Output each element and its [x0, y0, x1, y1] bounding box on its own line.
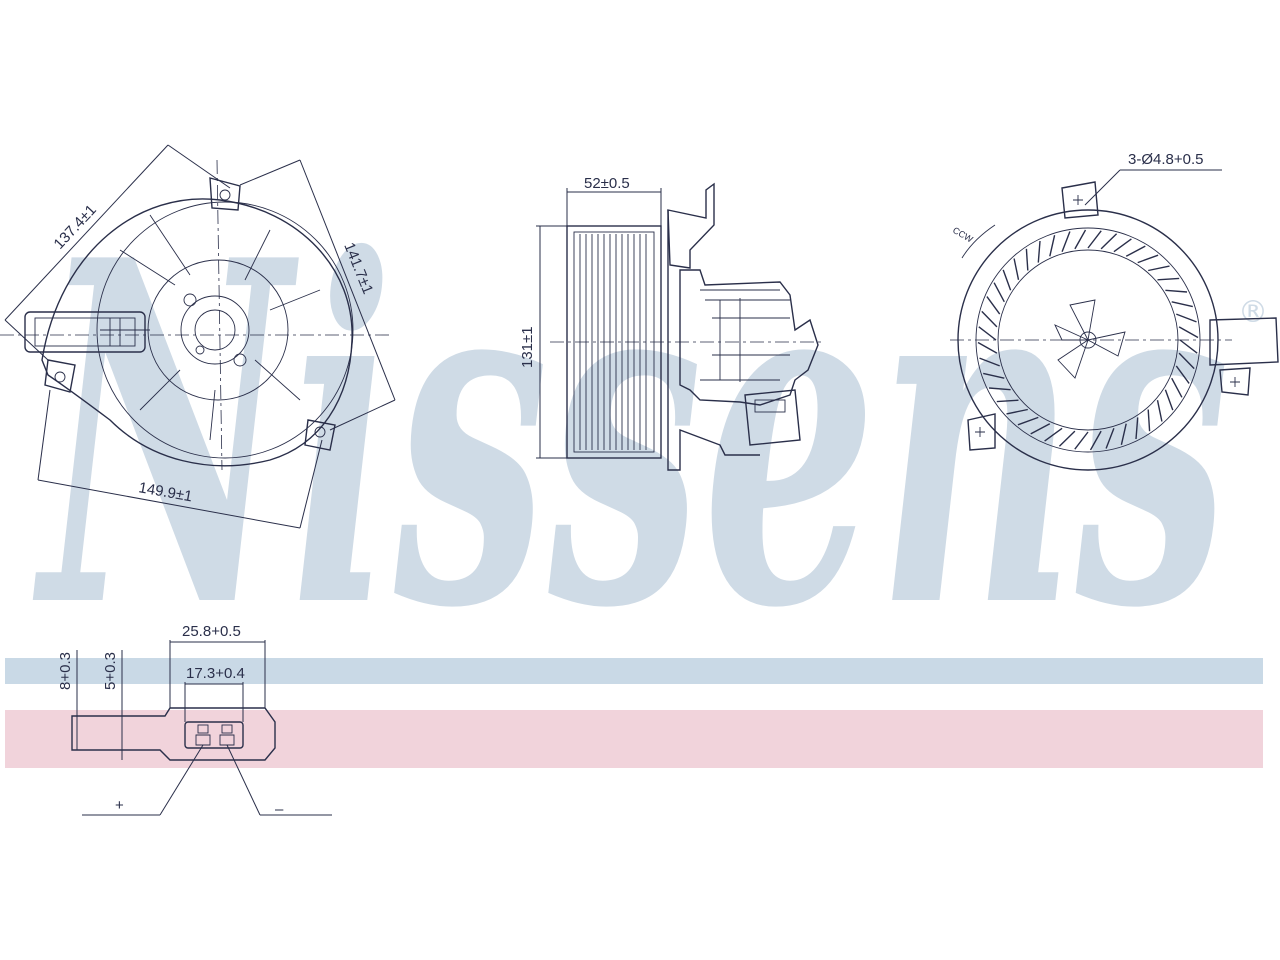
blower-vane: [983, 372, 1005, 379]
blower-vane: [1017, 416, 1039, 426]
dim-height: 131±1: [519, 326, 536, 368]
blower-vane: [1058, 430, 1076, 447]
blower-vane: [1049, 235, 1056, 257]
blower-vane: [1074, 229, 1087, 250]
blower-vane: [1178, 326, 1199, 339]
blower-vane: [979, 357, 1000, 367]
blower-vane: [1002, 269, 1012, 291]
blower-vane: [1006, 408, 1028, 415]
nissens-watermark: Nissens: [31, 159, 1230, 711]
dim-left-b: 5+0.3: [102, 652, 119, 690]
pink-stripe: [5, 710, 1263, 768]
blower-vane: [1171, 301, 1193, 308]
blue-stripe: [5, 658, 1263, 684]
plus-label: +: [115, 797, 124, 814]
blower-vane: [981, 310, 998, 328]
front-view: 3-Ø4.8+0.5 CCW: [950, 151, 1279, 471]
blower-vane: [1120, 423, 1127, 445]
blower-vane: [1147, 409, 1151, 432]
blower-vane: [1100, 233, 1118, 250]
blower-vane: [1179, 339, 1198, 354]
blower-vane: [977, 341, 998, 354]
blower-vane: [1025, 248, 1029, 271]
registered-mark: ®: [1238, 295, 1268, 330]
blower-vane: [996, 399, 1019, 403]
blower-vane: [1037, 240, 1041, 263]
blower-vane: [988, 387, 1011, 391]
blower-vane: [1157, 277, 1180, 281]
blower-vane: [1013, 258, 1020, 280]
dim-width: 52±0.5: [584, 175, 630, 192]
blower-vane: [1165, 289, 1188, 293]
blower-vane: [1175, 365, 1190, 384]
blower-vane: [1156, 400, 1163, 422]
dim-inner: 17.3+0.4: [186, 665, 245, 682]
blower-vane: [1074, 431, 1089, 450]
hole-spec: 3-Ø4.8+0.5: [1128, 151, 1203, 168]
blower-vane: [1171, 377, 1183, 398]
blower-vane: [1113, 238, 1132, 253]
blower-vane: [1125, 245, 1146, 257]
dim-outer: 25.8+0.5: [182, 623, 241, 640]
blower-vane: [1030, 423, 1051, 435]
blower-vane: [1178, 352, 1195, 370]
blower-vane: [1164, 389, 1174, 411]
blower-vane: [1087, 230, 1102, 249]
minus-label: –: [275, 801, 284, 818]
blower-vane: [1044, 427, 1063, 442]
blower-vane: [986, 296, 1001, 315]
blower-vane: [1105, 428, 1115, 449]
side-view: 52±0.5 131±1: [519, 175, 825, 471]
connector-view: 25.8+0.5 17.3+0.4 8+0.3 5+0.3 + –: [57, 623, 332, 818]
dim-left-a: 8+0.3: [57, 652, 74, 690]
blower-vane: [1137, 254, 1159, 264]
blower-vane: [978, 326, 997, 341]
blower-vane: [1089, 430, 1102, 451]
blower-vane: [1061, 231, 1071, 252]
blower-vane: [1135, 417, 1139, 440]
blower-vane: [1148, 265, 1170, 272]
blower-vane: [1176, 313, 1197, 323]
blower-vane: [993, 282, 1005, 303]
